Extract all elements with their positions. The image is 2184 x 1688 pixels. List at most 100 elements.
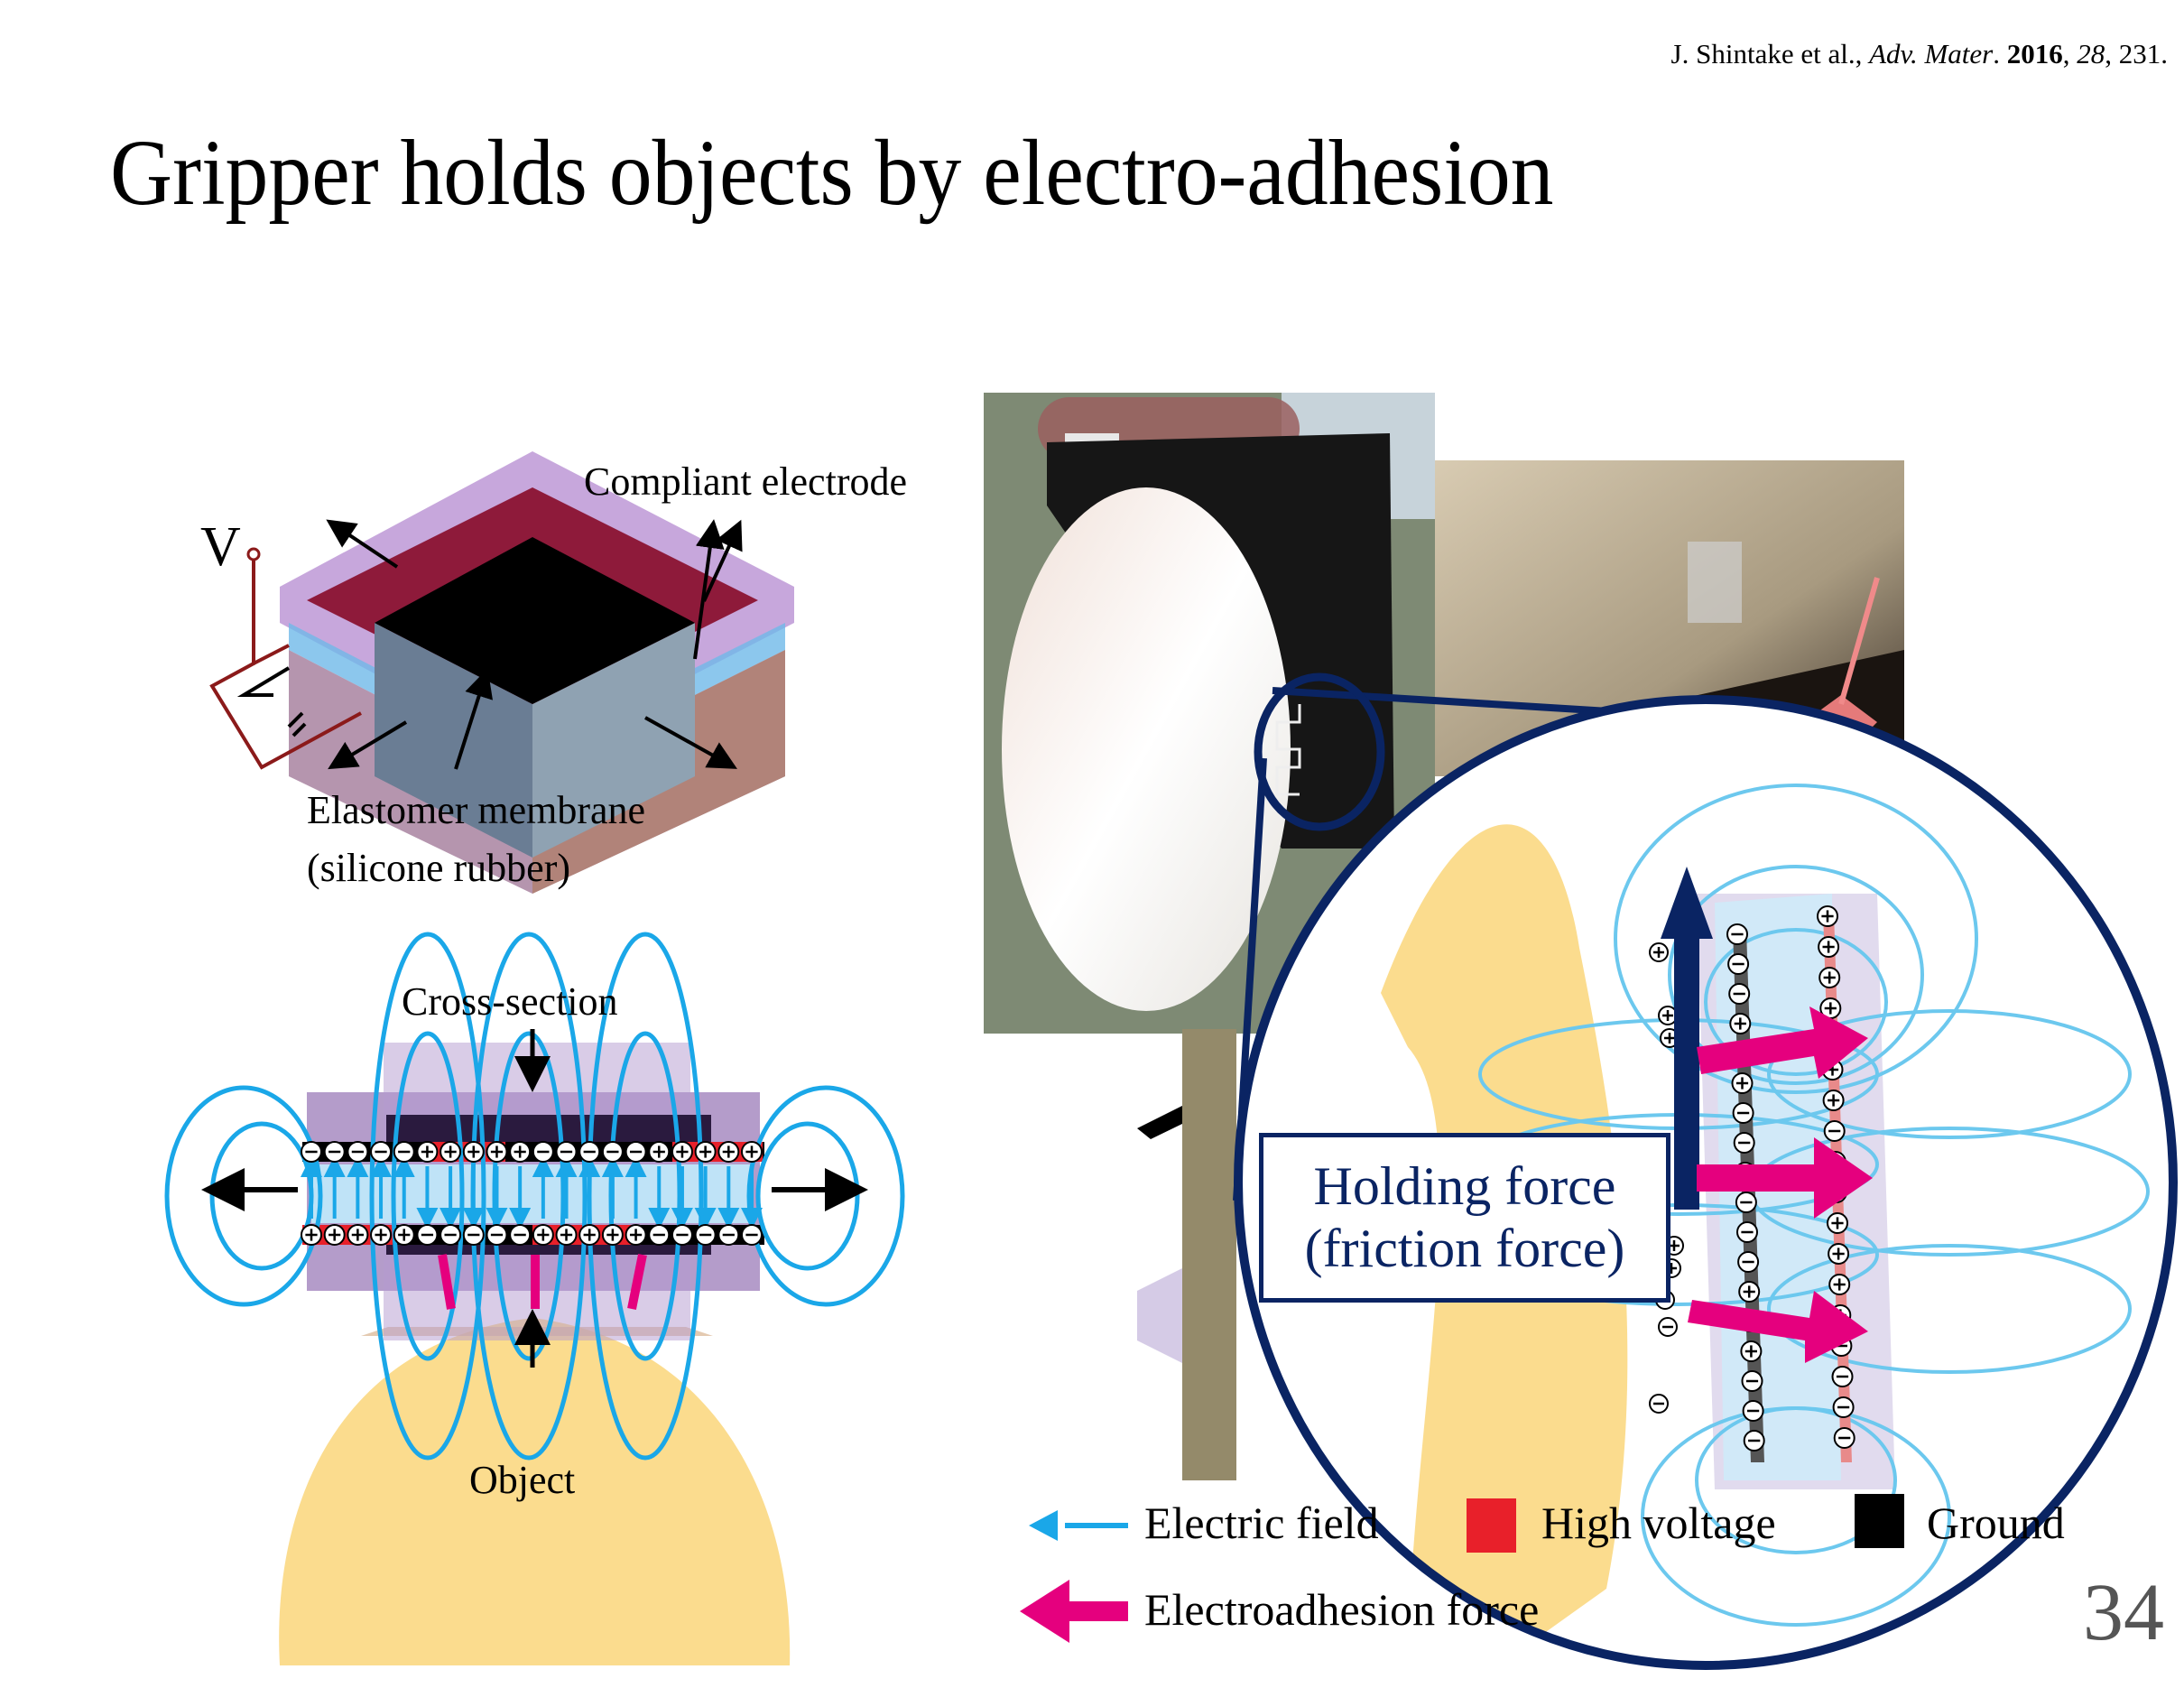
object-shape — [279, 1318, 791, 1665]
positive-charge-icon — [486, 1141, 508, 1163]
wire — [209, 560, 362, 770]
legend-electroadhesion-force: Electroadhesion force — [1144, 1584, 1540, 1635]
field-lines — [164, 932, 905, 1461]
voltage-label: V — [200, 516, 241, 578]
positive-charge-icon — [1729, 1013, 1752, 1034]
positive-charge-icon — [347, 1224, 369, 1246]
negative-charge-icon — [1649, 1394, 1669, 1414]
negative-charge-icon — [416, 1224, 439, 1246]
dielectric — [311, 1164, 754, 1223]
citation: J. Shintake et al., Adv. Mater. 2016, 28… — [1671, 38, 2168, 70]
positive-charge-icon — [671, 1141, 693, 1163]
citation-sep: , — [2062, 38, 2078, 70]
positive-charge-icon — [648, 1141, 671, 1163]
positive-charge-icon — [717, 1141, 740, 1163]
positive-charge-icon — [555, 1224, 578, 1246]
positive-charge-icon — [1738, 1281, 1761, 1303]
negative-charge-icon — [741, 1224, 763, 1246]
positive-charge-icon — [1731, 1072, 1754, 1094]
negative-charge-icon — [717, 1224, 740, 1246]
citation-authors: J. Shintake et al., — [1670, 38, 1870, 70]
positive-charge-icon — [1818, 967, 1841, 988]
negative-charge-icon — [578, 1141, 601, 1163]
negative-charge-icon — [347, 1141, 369, 1163]
positive-charge-icon — [393, 1224, 415, 1246]
electroadhesion-arrows — [1688, 1006, 1873, 1363]
holding-force-line1: Holding force — [1313, 1156, 1616, 1216]
legend-ground-swatch — [1855, 1494, 1904, 1548]
positive-charge-icon — [416, 1141, 439, 1163]
magnify-circle — [1234, 695, 2178, 1670]
citation-year: 2016 — [2006, 38, 2063, 70]
magnified-view — [1233, 672, 2178, 1670]
legend-force-icon — [1069, 1601, 1128, 1621]
negative-charge-icon — [509, 1224, 532, 1246]
negative-charge-icon — [1727, 953, 1750, 975]
negative-charge-icon — [301, 1141, 322, 1163]
object-label: Object — [469, 1458, 576, 1502]
positive-charge-icon — [601, 1224, 624, 1246]
positive-charge-icon — [694, 1141, 717, 1163]
holding-force-box: Holding force (friction force) — [1259, 1133, 1670, 1303]
membrane-label-1: Elastomer membrane — [307, 788, 646, 832]
voltage-terminal-icon — [246, 547, 261, 561]
negative-charge-icon — [555, 1141, 578, 1163]
positive-charge-icon — [1817, 905, 1838, 927]
negative-charge-icon — [323, 1141, 346, 1163]
negative-charge-icon — [671, 1224, 693, 1246]
citation-volume: 28 — [2077, 38, 2105, 70]
negative-charge-icon — [1735, 1192, 1757, 1213]
negative-charge-icon — [1742, 1400, 1764, 1422]
legend-high-voltage-swatch — [1467, 1498, 1516, 1553]
negative-charge-icon — [1741, 1370, 1763, 1392]
positive-charge-icon — [440, 1141, 462, 1163]
positive-charge-icon — [625, 1224, 647, 1246]
positive-charge-icon — [532, 1224, 554, 1246]
cross-section-label: Cross-section — [402, 979, 618, 1024]
negative-charge-icon — [532, 1141, 554, 1163]
negative-charge-icon — [440, 1224, 462, 1246]
positive-charge-icon — [509, 1141, 532, 1163]
legend-high-voltage: High voltage — [1541, 1498, 1776, 1548]
positive-charge-icon — [1828, 1274, 1851, 1295]
compliant-electrode-top — [375, 537, 695, 704]
citation-pages: , 231. — [2105, 38, 2168, 70]
zoom-region-ellipse — [1254, 672, 1385, 831]
negative-charge-icon — [694, 1224, 717, 1246]
negative-charge-icon — [1832, 1396, 1855, 1418]
legend-ground: Ground — [1927, 1498, 2065, 1548]
actuator-3d-diagram — [209, 451, 794, 894]
negative-charge-icon — [1732, 1102, 1754, 1124]
negative-charge-icon — [648, 1224, 671, 1246]
positive-charge-icon — [741, 1141, 763, 1163]
legend-electric-field: Electric field — [1144, 1498, 1379, 1548]
negative-charge-icon — [1726, 923, 1748, 945]
positive-charge-icon — [1740, 1340, 1763, 1362]
positive-charge-icon — [323, 1224, 346, 1246]
negative-charge-icon — [1658, 1317, 1678, 1337]
gripper-side-photo — [1137, 1029, 1236, 1480]
negative-charge-icon — [625, 1141, 647, 1163]
positive-charge-icon — [370, 1224, 393, 1246]
holding-force-line2: (friction force) — [1304, 1219, 1625, 1278]
positive-charge-icon — [1822, 1090, 1845, 1111]
negative-charge-icon — [486, 1224, 508, 1246]
electrode-label: Compliant electrode — [584, 459, 907, 504]
negative-charge-icon — [601, 1141, 624, 1163]
page-number: 34 — [2083, 1568, 2164, 1657]
positive-charge-icon — [1818, 936, 1840, 958]
negative-charge-icon — [1833, 1427, 1855, 1449]
citation-journal: Adv. Mater — [1869, 38, 1994, 70]
negative-charge-icon — [1823, 1120, 1846, 1142]
negative-charge-icon — [462, 1224, 485, 1246]
legend-graphics — [1020, 1494, 1904, 1643]
negative-charge-icon — [370, 1141, 393, 1163]
negative-charge-icon — [1733, 1132, 1755, 1154]
negative-charge-icon — [1736, 1221, 1758, 1243]
citation-sep: . — [1993, 38, 2007, 70]
holding-force-arrow — [1661, 867, 1713, 939]
positive-charge-icon — [462, 1141, 485, 1163]
cross-section-diagram — [164, 932, 905, 1665]
positive-charge-icon — [578, 1224, 601, 1246]
positive-charge-icon — [1827, 1212, 1848, 1234]
